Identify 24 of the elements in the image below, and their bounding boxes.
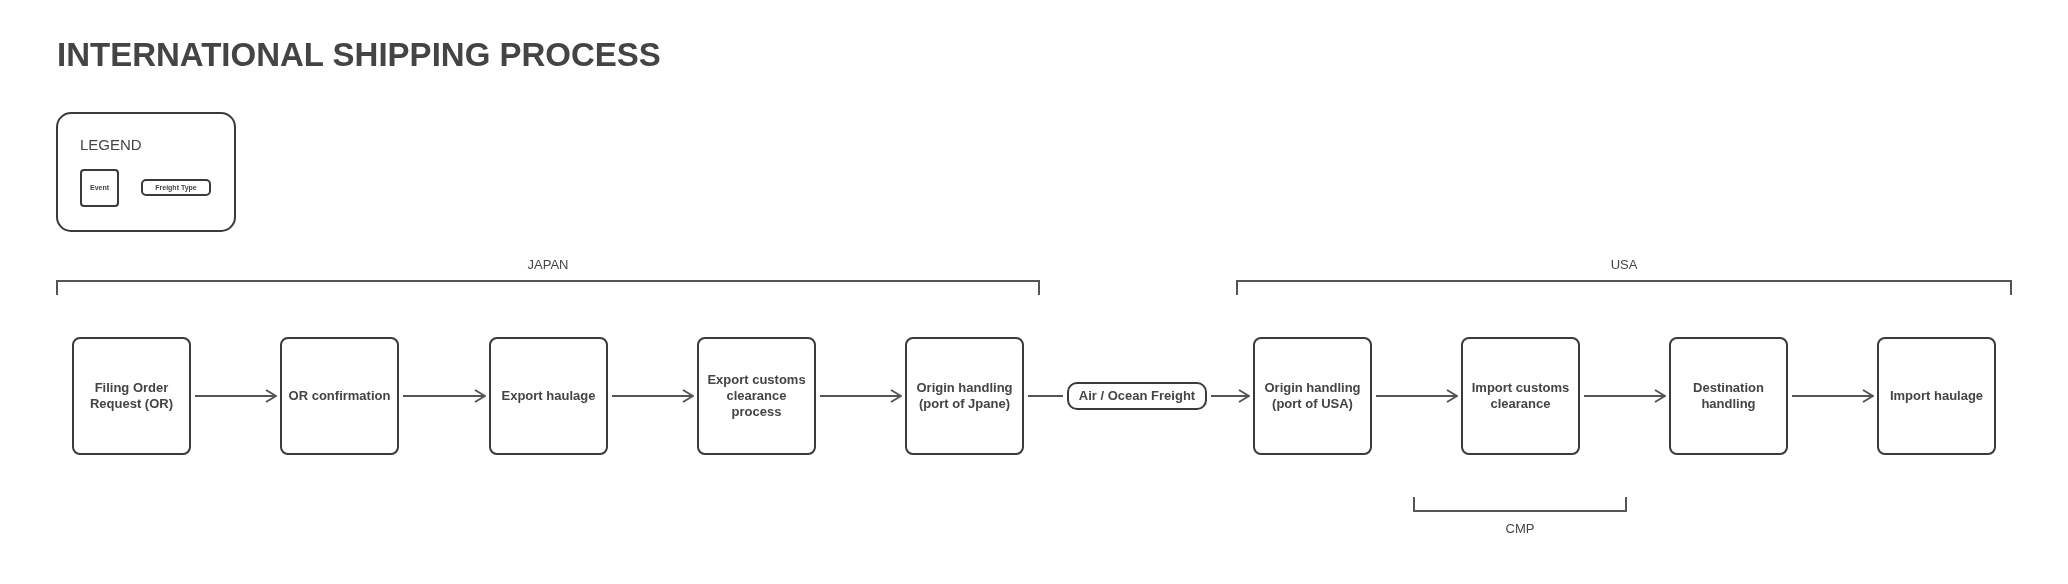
process-box: Origin handling (port of Jpane): [905, 337, 1024, 455]
process-box: Filing Order Request (OR): [72, 337, 191, 455]
diagram-title: INTERNATIONAL SHIPPING PROCESS: [57, 36, 661, 74]
process-box: Export customs clearance process: [697, 337, 816, 455]
arrow: [1375, 389, 1458, 403]
process-box: Import customs clearance: [1461, 337, 1580, 455]
process-box: Origin handling (port of USA): [1253, 337, 1372, 455]
bracket-label: CMP: [1505, 521, 1535, 536]
legend-heading: LEGEND: [80, 136, 142, 153]
region-label: USA: [1610, 257, 1638, 272]
freight-type-pill: Air / Ocean Freight: [1067, 382, 1207, 410]
region-label: JAPAN: [527, 257, 569, 272]
process-box: Export haulage: [489, 337, 608, 455]
process-box: Destination handling: [1669, 337, 1788, 455]
arrow: [1583, 389, 1666, 403]
arrow: [611, 389, 694, 403]
arrow: [1791, 389, 1874, 403]
connector-line: [1027, 395, 1064, 397]
arrow: [1210, 389, 1250, 403]
arrow: [402, 389, 486, 403]
arrow: [194, 389, 277, 403]
arrow: [819, 389, 902, 403]
process-box: Import haulage: [1877, 337, 1996, 455]
process-box: OR confirmation: [280, 337, 399, 455]
